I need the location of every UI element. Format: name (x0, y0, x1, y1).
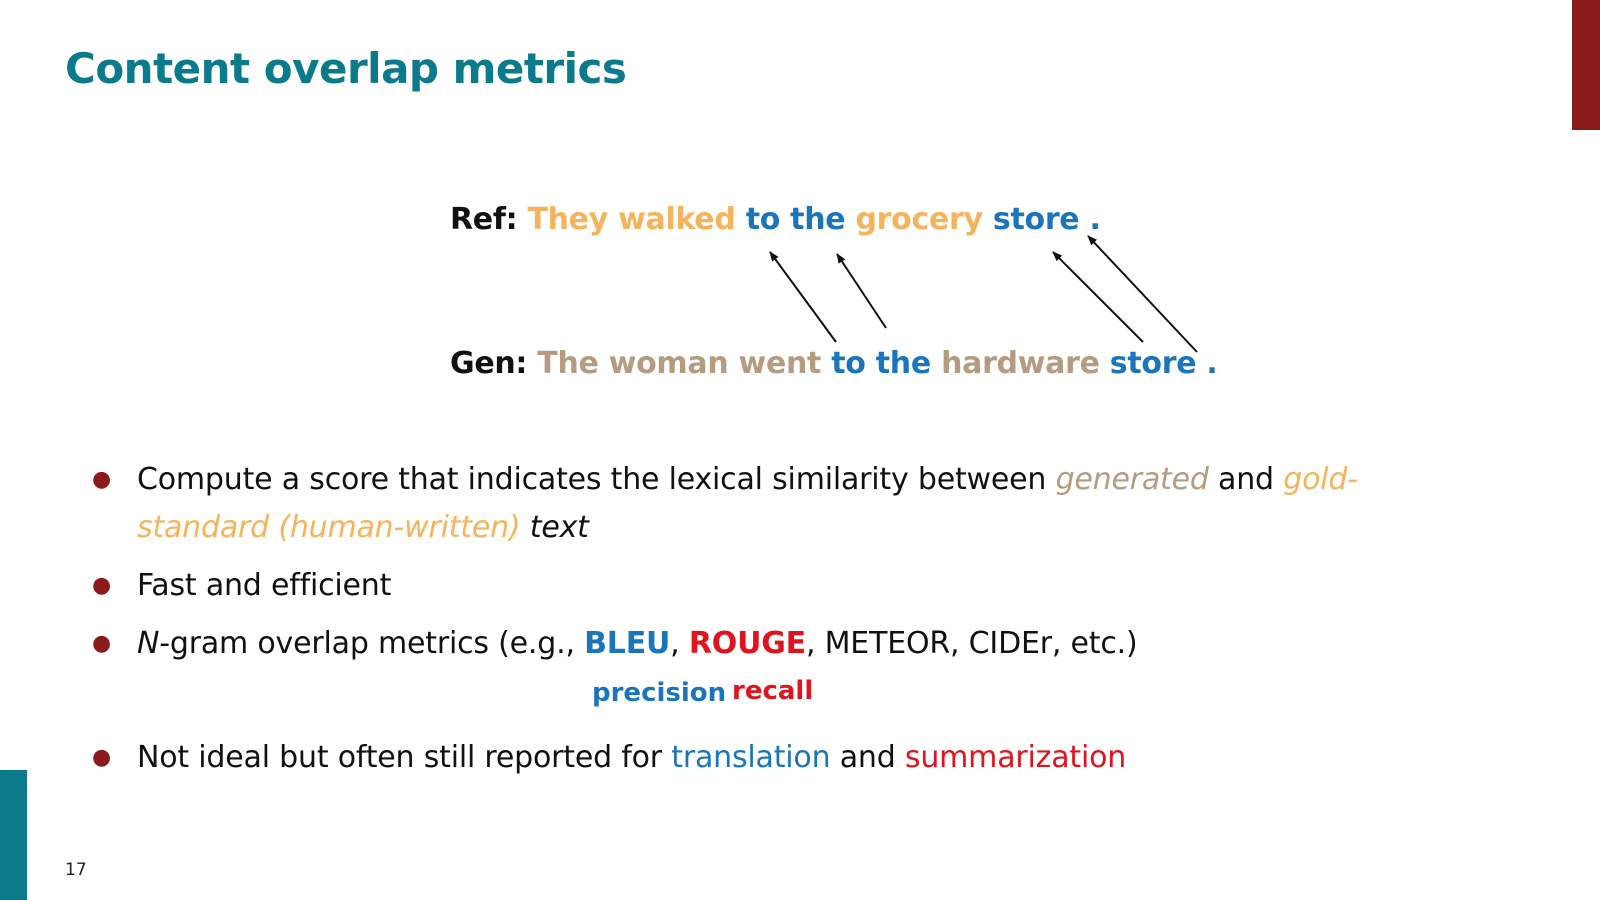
summarization-term: summarization (904, 740, 1127, 775)
text-term: text (520, 510, 589, 545)
bleu-term: BLEU (584, 626, 671, 661)
gold-standard-term: gold-standard (human-written) (137, 462, 1358, 545)
generated-term: generated (1055, 462, 1209, 497)
bullet-dot-icon: ● (92, 467, 111, 492)
ref-token-1: They walked (527, 202, 736, 237)
ref-token-4: store . (992, 202, 1101, 237)
bullet-text: Not ideal but often still reported for (137, 740, 672, 775)
bullet-text: , METEOR, CIDEr, etc.) (805, 626, 1138, 661)
ref-token-3: grocery (855, 202, 983, 237)
reference-sentence: Ref: They walked to the grocery store . (450, 202, 1101, 237)
rouge-term: ROUGE (688, 626, 806, 661)
page-number: 17 (65, 860, 87, 880)
n-variable: N (137, 626, 160, 661)
bullet-text: -gram overlap metrics (e.g., (159, 626, 585, 661)
top-right-accent-bar (1572, 0, 1600, 130)
arrow-the (836, 253, 887, 329)
gen-token-3: hardware (941, 346, 1100, 381)
gen-token-2: to the (831, 346, 931, 381)
gen-label: Gen: (450, 346, 528, 381)
bullet-item-fast: ● Fast and efficient (90, 562, 1480, 610)
bullet-item-ngram: ● N-gram overlap metrics (e.g., BLEU, RO… (90, 620, 1480, 668)
bullet-text: and (830, 740, 905, 775)
gen-token-1: The woman went (537, 346, 822, 381)
bullet-text: and (1208, 462, 1284, 497)
bullet-text: , (670, 626, 689, 661)
generated-sentence: Gen: The woman went to the hardware stor… (450, 346, 1218, 381)
slide-title: Content overlap metrics (65, 44, 627, 93)
arrow-store (1052, 251, 1144, 343)
ref-label: Ref: (450, 202, 518, 237)
arrow-period (1087, 235, 1198, 353)
bullet-dot-icon: ● (92, 573, 111, 598)
translation-term: translation (671, 740, 831, 775)
precision-label: precision (592, 678, 727, 708)
bullet-list-continued: ● Not ideal but often still reported for… (90, 734, 1480, 792)
bullet-dot-icon: ● (92, 631, 111, 656)
bullet-text: Fast and efficient (137, 568, 392, 603)
bullet-item-lexical-similarity: ● Compute a score that indicates the lex… (90, 456, 1480, 552)
bullet-list: ● Compute a score that indicates the lex… (90, 456, 1480, 678)
ref-token-2: to the (745, 202, 846, 237)
arrow-to (769, 251, 837, 343)
bullet-item-not-ideal: ● Not ideal but often still reported for… (90, 734, 1480, 782)
recall-label: recall (732, 676, 814, 706)
bottom-left-accent-bar (0, 770, 27, 900)
bullet-dot-icon: ● (92, 745, 111, 770)
bullet-text: Compute a score that indicates the lexic… (137, 462, 1056, 497)
gen-token-4: store . (1109, 346, 1218, 381)
